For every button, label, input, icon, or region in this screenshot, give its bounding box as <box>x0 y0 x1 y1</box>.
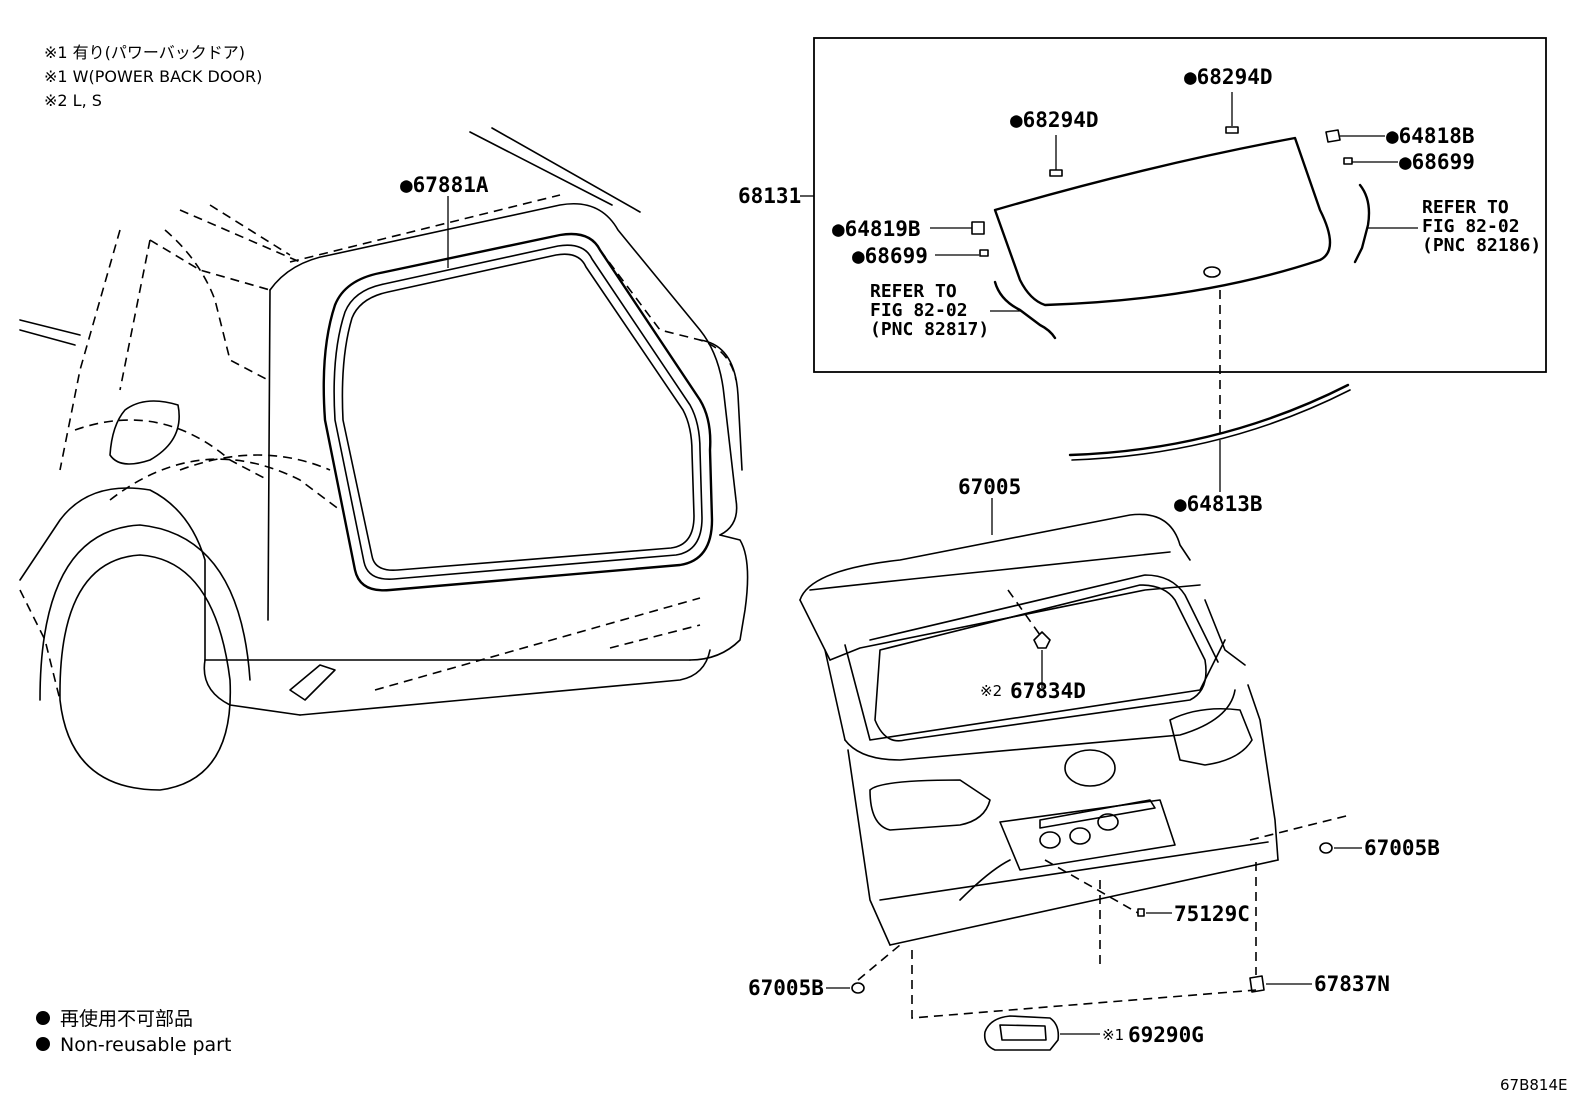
part-68699-right-label[interactable]: ●68699 <box>1399 150 1475 174</box>
legend-dot-en <box>36 1037 50 1051</box>
part-67881A-label[interactable]: ●67881A <box>400 173 489 197</box>
figure-code: 67B814E <box>1500 1076 1568 1094</box>
legend-text-en: Non-reusable part <box>60 1034 231 1056</box>
part-68294D-top-label[interactable]: ●68294D <box>1184 65 1273 89</box>
part-68699-left-label[interactable]: ●68699 <box>852 244 928 268</box>
ref-left-line1[interactable]: REFER TO <box>870 281 957 302</box>
part-75129C-label[interactable]: 75129C <box>1174 902 1250 926</box>
glass-inset-box <box>813 37 1547 373</box>
part-68294D-left-label[interactable]: ●68294D <box>1010 108 1099 132</box>
ref-left-line2[interactable]: FIG 82-02 <box>870 300 968 321</box>
part-67834D-mark: ※2 <box>980 682 1002 700</box>
part-64813B-label[interactable]: ●64813B <box>1174 492 1263 516</box>
part-67837N-label[interactable]: 67837N <box>1314 972 1390 996</box>
ref-left-line3[interactable]: (PNC 82817) <box>870 319 989 340</box>
part-64818B-label[interactable]: ●64818B <box>1386 124 1475 148</box>
vehicle-body-drawing <box>19 127 749 791</box>
part-67005-label[interactable]: 67005 <box>958 475 1021 499</box>
note-grade: ※2 L, S <box>44 91 102 110</box>
back-glass-drawing <box>993 136 1332 307</box>
back-door-panel-drawing <box>799 513 1279 946</box>
legend-text-jp: 再使用不可部品 <box>60 1008 193 1030</box>
note-power-back-door-en: ※1 W(POWER BACK DOOR) <box>44 67 262 86</box>
part-69290G-label[interactable]: 69290G <box>1128 1023 1204 1047</box>
glass-hole <box>1203 266 1221 278</box>
molding-drawing <box>1068 383 1350 457</box>
part-64819B-label[interactable]: ●64819B <box>832 217 921 241</box>
ref-right-line3[interactable]: (PNC 82186) <box>1422 235 1541 256</box>
part-68131-label[interactable]: 68131 <box>738 184 801 208</box>
ref-right-line2[interactable]: FIG 82-02 <box>1422 216 1520 237</box>
note-power-back-door-jp: ※1 有り(パワーバックドア) <box>44 43 245 62</box>
part-67005B-left-label[interactable]: 67005B <box>748 976 824 1000</box>
part-67834D-label[interactable]: 67834D <box>1010 679 1086 703</box>
part-67005B-right-label[interactable]: 67005B <box>1364 836 1440 860</box>
legend-dot-jp <box>36 1011 50 1025</box>
ref-right-line1[interactable]: REFER TO <box>1422 197 1509 218</box>
part-69290G-mark: ※1 <box>1102 1026 1124 1044</box>
lock-assy-drawing <box>983 1015 1060 1051</box>
